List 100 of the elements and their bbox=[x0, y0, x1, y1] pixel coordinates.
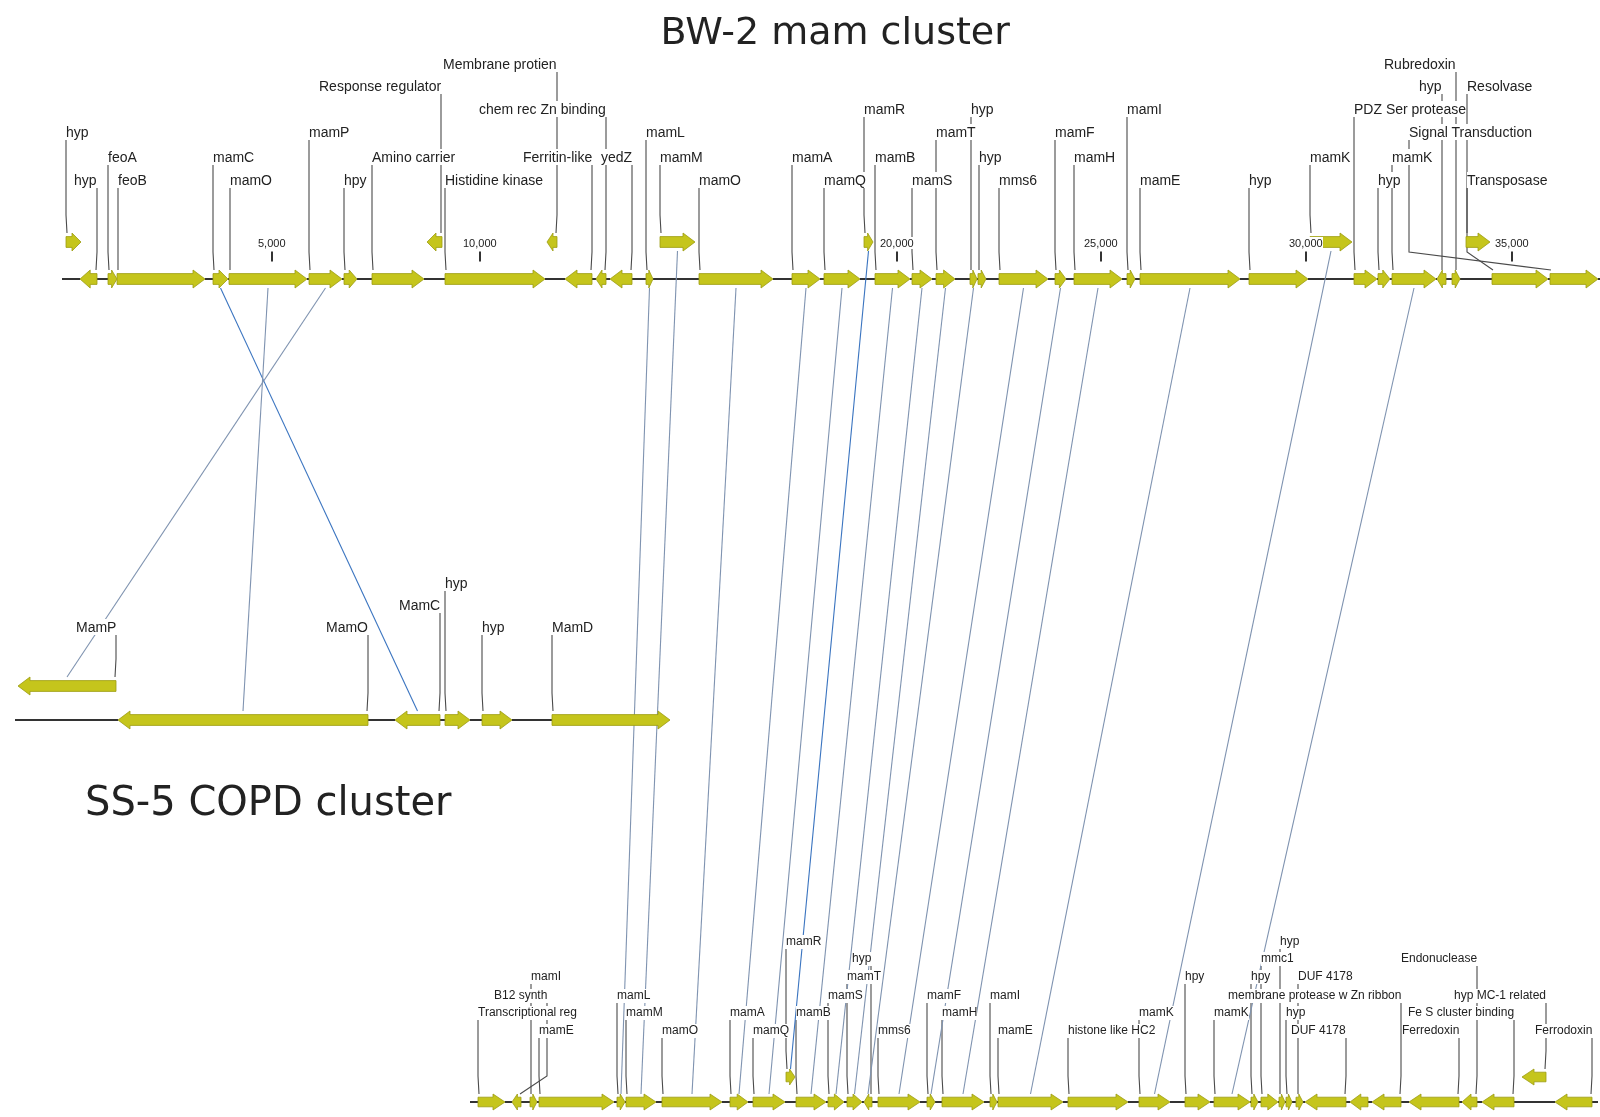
gene-label: PDZ Ser protease bbox=[1354, 101, 1467, 118]
gene-symbol bbox=[1185, 1094, 1210, 1110]
gene-symbol bbox=[309, 270, 342, 288]
leader-line bbox=[625, 1019, 628, 1095]
homology-line bbox=[219, 287, 419, 712]
gene-symbol bbox=[1127, 270, 1135, 288]
gene-symbol bbox=[1074, 270, 1122, 288]
gene-symbol bbox=[18, 677, 116, 695]
leader-line bbox=[997, 1037, 1000, 1095]
gene-symbol bbox=[610, 270, 632, 288]
gene-label: hyp bbox=[971, 101, 994, 118]
leader-line bbox=[212, 164, 215, 271]
leader-line bbox=[645, 139, 648, 271]
leader-line bbox=[366, 634, 369, 712]
leader-line bbox=[616, 1002, 619, 1095]
gene-symbol bbox=[344, 270, 357, 288]
leader-line bbox=[941, 1019, 944, 1095]
scale-label: 35,000 bbox=[1495, 236, 1529, 250]
leader-line bbox=[308, 139, 311, 271]
gene-symbol bbox=[1279, 1094, 1285, 1110]
gene-label: hyp bbox=[1249, 172, 1272, 189]
leader-line bbox=[785, 948, 788, 1070]
leader-line bbox=[551, 634, 554, 712]
leader-line bbox=[371, 164, 374, 271]
gene-label: mamK bbox=[1214, 1006, 1249, 1020]
leader-line bbox=[1073, 164, 1076, 271]
scale-label: 30,000 bbox=[1289, 236, 1323, 250]
leader-line bbox=[998, 187, 1001, 271]
leader-line bbox=[863, 116, 866, 234]
gene-symbol bbox=[1437, 270, 1446, 288]
gene-label: mamS bbox=[912, 172, 953, 189]
leader-line bbox=[978, 164, 980, 271]
gene-symbol bbox=[864, 233, 873, 251]
gene-symbol bbox=[864, 1094, 872, 1110]
gene-label: mamF bbox=[927, 989, 961, 1003]
gene-symbol bbox=[1305, 1094, 1346, 1110]
gene-label: Fe S cluster binding bbox=[1408, 1006, 1515, 1020]
leader-line bbox=[823, 187, 826, 271]
gene-symbol bbox=[1214, 1094, 1250, 1110]
gene-symbol bbox=[1372, 1094, 1401, 1110]
gene-symbol bbox=[998, 1094, 1063, 1110]
leader-line bbox=[874, 164, 877, 271]
gene-label: mamO bbox=[662, 1024, 698, 1038]
homology-line bbox=[1153, 250, 1332, 1095]
gene-symbol bbox=[530, 1094, 537, 1110]
gene-symbol bbox=[662, 1094, 722, 1110]
gene-symbol bbox=[1550, 270, 1598, 288]
leader-line bbox=[444, 590, 447, 712]
gene-symbol bbox=[912, 270, 932, 288]
homology-line bbox=[640, 250, 679, 1095]
gene-symbol bbox=[1392, 270, 1436, 288]
gene-label: mamL bbox=[617, 989, 651, 1003]
gene-label: mamE bbox=[539, 1024, 574, 1038]
leader-line bbox=[117, 187, 119, 271]
gene-label: hyp bbox=[1286, 1006, 1306, 1020]
gene-symbol bbox=[936, 270, 955, 288]
leader-line bbox=[989, 1002, 992, 1095]
gene-symbol bbox=[482, 711, 512, 729]
gene-label: mamB bbox=[796, 1006, 831, 1020]
gene-symbol bbox=[565, 270, 592, 288]
leader-line bbox=[1139, 187, 1142, 271]
leader-line bbox=[590, 164, 593, 271]
gene-symbol bbox=[213, 270, 228, 288]
leader-line bbox=[926, 1002, 929, 1095]
gene-symbol bbox=[1139, 1094, 1170, 1110]
homology-line bbox=[1231, 287, 1415, 1095]
gene-label: hyp bbox=[979, 149, 1002, 166]
gene-symbol bbox=[942, 1094, 984, 1110]
gene-symbol bbox=[828, 1094, 844, 1110]
gene-symbol bbox=[512, 1094, 521, 1110]
homology-line bbox=[789, 250, 870, 1070]
gene-symbol bbox=[1409, 1094, 1459, 1110]
leader-line bbox=[1399, 1002, 1402, 1095]
leader-line bbox=[538, 1037, 541, 1095]
leader-line bbox=[1213, 1019, 1216, 1095]
leader-line bbox=[791, 164, 794, 271]
homology-line bbox=[242, 287, 269, 712]
leader-line bbox=[1067, 1037, 1070, 1095]
gene-symbol bbox=[1555, 1094, 1592, 1110]
gene-symbol bbox=[372, 270, 424, 288]
gene-label: histone like HC2 bbox=[1068, 1024, 1156, 1038]
homology-line bbox=[835, 287, 923, 1095]
gene-symbol bbox=[80, 270, 97, 288]
gene-label: DUF 4178 bbox=[1291, 1024, 1346, 1038]
leader-line bbox=[604, 116, 607, 271]
gene-label: hyp MC-1 related bbox=[1454, 989, 1547, 1003]
gene-label: Ferrodoxin bbox=[1535, 1024, 1593, 1038]
leader-line bbox=[630, 164, 633, 271]
gene-label: mamT bbox=[847, 970, 881, 984]
gene-label: hyp bbox=[852, 952, 872, 966]
gene-symbol bbox=[617, 1094, 625, 1110]
gene-symbol bbox=[626, 1094, 656, 1110]
leader-line bbox=[1250, 983, 1253, 1095]
gene-symbol bbox=[478, 1094, 505, 1110]
gene-symbol bbox=[1462, 1094, 1477, 1110]
leader-line bbox=[1309, 164, 1312, 234]
gene-label: chem rec Zn binding bbox=[479, 101, 606, 118]
gene-label: hyp bbox=[445, 575, 468, 592]
gene-symbol bbox=[1466, 233, 1490, 251]
gene-symbol bbox=[445, 270, 545, 288]
